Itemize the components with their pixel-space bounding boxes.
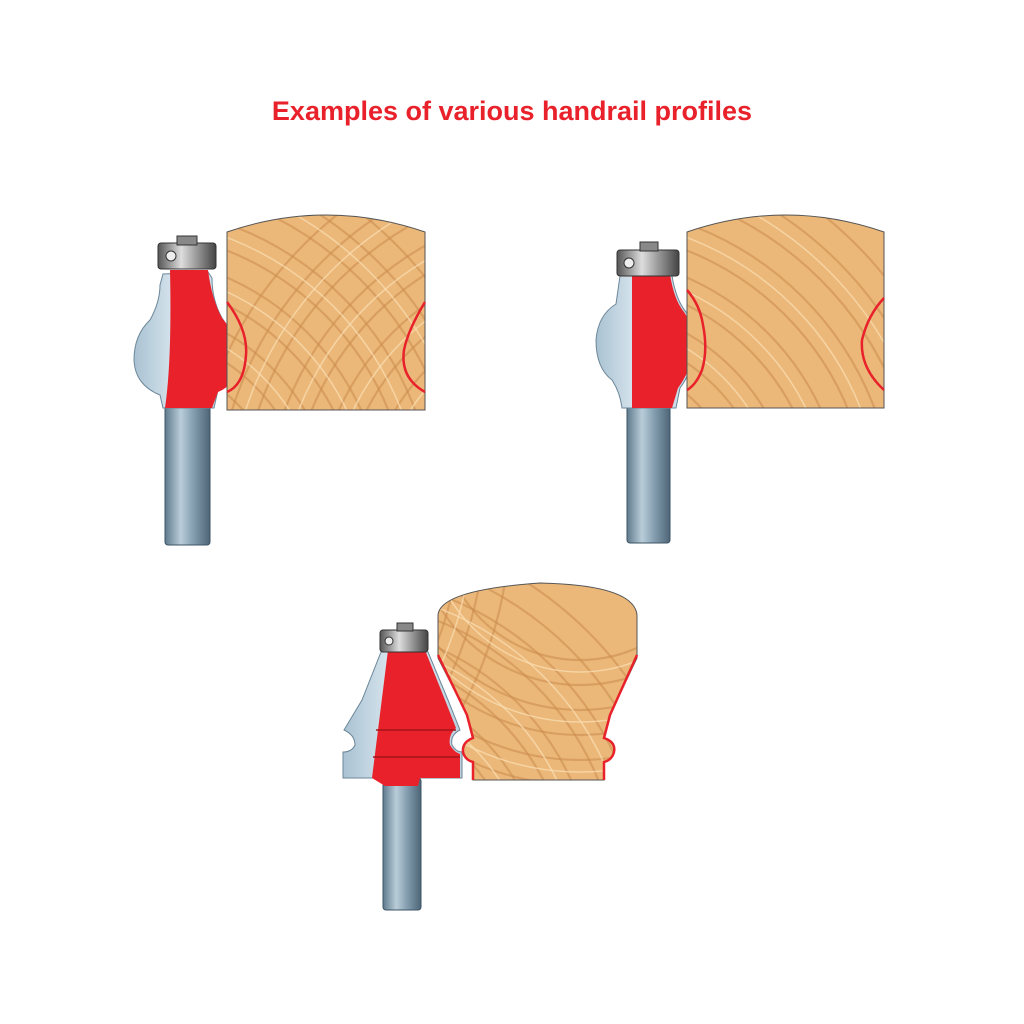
handrail-profile-3 (342, 582, 639, 911)
handrail-profile-1 (133, 214, 427, 546)
bearing-ball-icon (384, 636, 394, 646)
cut-profile-right (402, 301, 427, 394)
handrail-wood (686, 214, 885, 409)
handrail-profile-2 (595, 214, 885, 544)
shank (382, 777, 422, 911)
router-bit (133, 235, 239, 546)
cutter-red (632, 274, 695, 408)
cut-profile-left (686, 289, 707, 392)
shank (164, 404, 211, 546)
cutter-red (165, 270, 239, 408)
bearing-ball-icon (623, 257, 635, 269)
bearing-screw (639, 241, 659, 252)
cut-profile-right (860, 297, 885, 391)
page-title: Examples of various handrail profiles (271, 96, 753, 126)
cut-profile-right (602, 654, 639, 780)
bearing-ball-icon (165, 250, 177, 262)
cutter-red (372, 650, 460, 786)
router-bit (342, 622, 463, 911)
router-bit (595, 241, 697, 544)
bearing-screw (396, 622, 414, 632)
bearing-screw (176, 235, 198, 246)
shank (626, 404, 671, 544)
handrail-wood (436, 582, 639, 781)
cut-profile-left (436, 654, 475, 780)
handrail-wood (225, 214, 427, 411)
cut-profile-left (225, 301, 248, 394)
